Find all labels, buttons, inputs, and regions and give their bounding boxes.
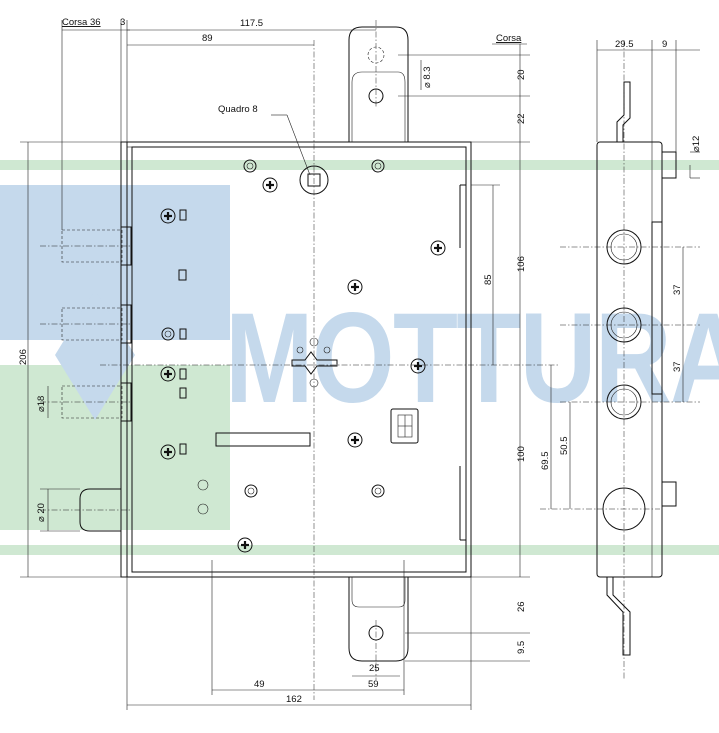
watermark-text: MOTTURA [225, 287, 719, 430]
latch-bolt [79, 488, 121, 532]
top-mounting-tab [348, 26, 409, 142]
dim-100: 100 [516, 446, 527, 462]
dimension-lines [20, 20, 530, 710]
side-top-tab [616, 81, 631, 142]
lever-block [390, 408, 419, 444]
dim-162: 162 [286, 694, 302, 705]
dim-49: 49 [254, 679, 265, 690]
cross-screw [237, 537, 253, 553]
side-view: 29.5 9 ⌀12 37 37 69.5 50.5 [540, 39, 702, 680]
dim-25: 25 [369, 663, 380, 674]
cross-screw [160, 366, 176, 382]
dim-26: 26 [516, 601, 527, 612]
dim-50-5: 50.5 [559, 437, 570, 456]
watermark-block-lower [0, 365, 230, 530]
dia-8-3: ⌀ 8.3 [422, 66, 433, 88]
dim-206: 206 [18, 349, 29, 365]
dia-20: ⌀ 20 [36, 503, 47, 522]
dim-3: 3 [120, 17, 125, 28]
watermark-block-upper [0, 185, 230, 340]
cross-screw [430, 240, 446, 256]
dimension-labels: Corsa 36 3 117.5 89 Quadro 8 Corsa ⌀ 8.3… [18, 17, 527, 705]
dim-85: 85 [483, 274, 494, 285]
dia-18: ⌀18 [36, 396, 47, 412]
dim-69-5: 69.5 [540, 452, 551, 471]
dim-37-b: 37 [672, 361, 683, 372]
dim-22: 22 [516, 113, 527, 124]
dim-59: 59 [368, 679, 379, 690]
cross-screw [347, 432, 363, 448]
dim-20-top: 20 [516, 69, 527, 80]
dim-29-5: 29.5 [615, 39, 634, 50]
watermark-diamond [55, 290, 135, 420]
dim-9-5: 9.5 [516, 641, 527, 654]
label-corsa: Corsa [496, 33, 522, 44]
watermark-band-bottom [0, 545, 719, 555]
dim-89: 89 [202, 33, 213, 44]
cross-screws [160, 177, 446, 553]
horizontal-slot [215, 432, 311, 447]
cross-screw [347, 279, 363, 295]
dia-12: ⌀12 [691, 136, 702, 152]
dim-117-5: 117.5 [240, 18, 263, 29]
watermark-logo: MOTTURA [0, 160, 719, 555]
mounting-holes [197, 159, 385, 515]
dim-106: 106 [516, 256, 527, 272]
watermark-band-top [0, 160, 719, 170]
front-view: Corsa 36 3 117.5 89 Quadro 8 Corsa ⌀ 8.3… [18, 17, 560, 710]
dim-37-a: 37 [672, 284, 683, 295]
indicator-squares [161, 209, 187, 455]
cross-screw [410, 358, 426, 374]
side-bottom-tab [606, 577, 631, 656]
bottom-mounting-tab [348, 577, 409, 662]
dim-9: 9 [662, 39, 667, 50]
cross-screw [160, 444, 176, 460]
cross-screw [160, 208, 176, 224]
label-quadro: Quadro 8 [218, 104, 258, 115]
label-corsa-36: Corsa 36 [62, 17, 101, 28]
cross-screw [262, 177, 278, 193]
